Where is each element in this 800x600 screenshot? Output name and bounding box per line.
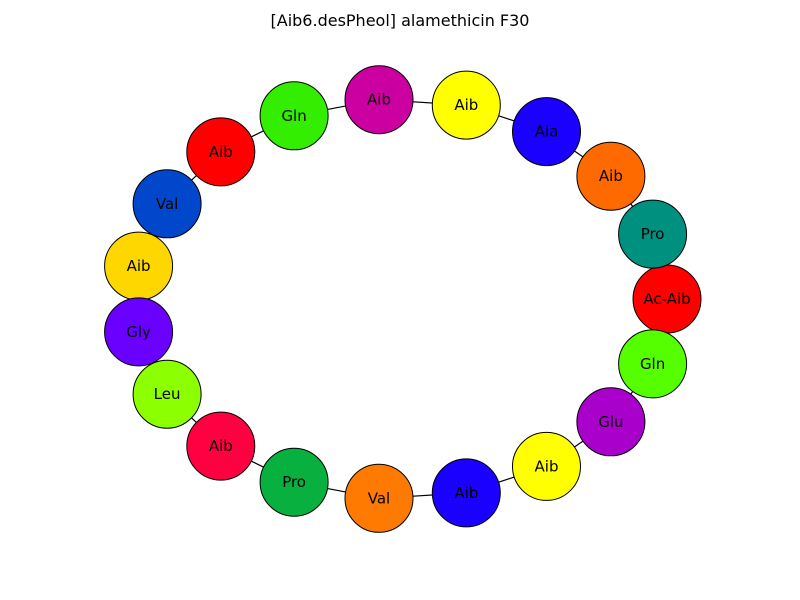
residue-circle bbox=[618, 329, 688, 399]
residue-label: Gln bbox=[640, 355, 665, 373]
residue-label: Aib bbox=[367, 91, 391, 109]
residue-node: Aib bbox=[186, 411, 256, 481]
residue-node: Leu bbox=[132, 359, 202, 429]
residue-circle bbox=[618, 199, 688, 269]
residue-label: Leu bbox=[154, 385, 181, 403]
residue-label: Aib bbox=[209, 143, 233, 161]
residue-circle bbox=[186, 411, 256, 481]
residue-node: Gln bbox=[618, 329, 688, 399]
residue-circle bbox=[344, 463, 414, 533]
residue-node: Val bbox=[344, 463, 414, 533]
residue-circle bbox=[576, 141, 646, 211]
residue-label: Glu bbox=[598, 413, 623, 431]
residue-node: Pro bbox=[618, 199, 688, 269]
residue-node: Ala bbox=[512, 97, 581, 167]
residue-circle bbox=[431, 70, 501, 140]
residue-node: Ac-Aib bbox=[632, 264, 702, 334]
residue-node: Gln bbox=[259, 81, 329, 151]
residue-label: Val bbox=[368, 489, 390, 507]
residue-circle bbox=[512, 431, 581, 501]
residue-node: Val bbox=[132, 169, 202, 239]
residue-label: Val bbox=[156, 195, 178, 213]
residue-label: Aib bbox=[127, 257, 151, 275]
residue-label: Aib bbox=[209, 437, 233, 455]
residue-label: Pro bbox=[282, 473, 306, 491]
residue-label: Gln bbox=[281, 107, 306, 125]
residue-circle bbox=[104, 297, 174, 367]
residue-label: Aib bbox=[454, 96, 478, 114]
residue-circle bbox=[186, 117, 256, 187]
residue-node: Pro bbox=[259, 447, 329, 517]
residue-node: Aib bbox=[431, 458, 501, 528]
residue-label: Aib bbox=[535, 457, 559, 475]
residue-node: Aib bbox=[512, 431, 581, 501]
residue-label: Aib bbox=[454, 484, 478, 502]
residue-label: Pro bbox=[641, 225, 665, 243]
residue-label: Ac-Aib bbox=[643, 290, 690, 308]
residue-node: Gly bbox=[104, 297, 174, 367]
residue-node: Glu bbox=[576, 387, 646, 457]
residue-node: Aib bbox=[344, 65, 414, 135]
residue-node: Aib bbox=[431, 70, 501, 140]
residue-circle bbox=[259, 81, 329, 151]
residue-node: Aib bbox=[104, 231, 174, 301]
residue-label: Ala bbox=[535, 123, 559, 141]
residue-circle bbox=[132, 359, 202, 429]
diagram-title: [Aib6.desPheol] alamethicin F30 bbox=[271, 11, 530, 30]
residue-node: Aib bbox=[186, 117, 256, 187]
residue-circle bbox=[576, 387, 646, 457]
residue-node: Aib bbox=[576, 141, 646, 211]
residue-circle bbox=[344, 65, 414, 135]
residue-label: Gly bbox=[126, 323, 151, 341]
residue-nodes: Ac-AibProAibAlaAibAibGlnAibValAibGlyLeuA… bbox=[104, 65, 702, 533]
residue-circle bbox=[132, 169, 202, 239]
residue-label: Aib bbox=[599, 167, 623, 185]
residue-circle bbox=[259, 447, 329, 517]
residue-circle bbox=[512, 97, 581, 167]
residue-circle bbox=[431, 458, 501, 528]
